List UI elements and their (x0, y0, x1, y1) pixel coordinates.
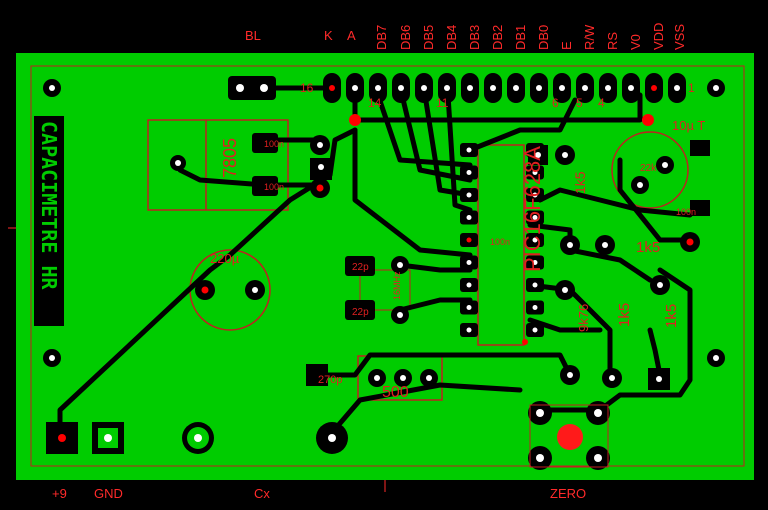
regulator-pads (252, 133, 332, 198)
regulator-label: 7805 (220, 138, 240, 178)
header-label-bl: BL (245, 28, 261, 43)
c100n-d-label: 100n (676, 207, 696, 217)
r1k5-d-label: 1k5 (663, 304, 680, 328)
r9k76-label: 9k76 (576, 304, 591, 332)
header-label-vdd: VDD (651, 23, 666, 50)
pin-5: 5 (576, 96, 583, 110)
zero-button-cap (557, 424, 583, 450)
footer-label--9: +9 (52, 486, 67, 501)
footer-labels: +9 GND Cx ZERO (52, 486, 586, 501)
pin-1: 1 (688, 81, 695, 95)
pin-6: 6 (552, 96, 559, 110)
header-label-db5: DB5 (421, 25, 436, 50)
board-outline (30, 65, 745, 467)
lcd-header (228, 73, 686, 103)
header-label-db7: DB7 (374, 25, 389, 50)
footer-label-zero: ZERO (550, 486, 586, 501)
c22p-a-label: 22p (352, 262, 369, 273)
header-label-vss: VSS (672, 24, 687, 50)
header-label-db1: DB1 (513, 25, 528, 50)
header-label-rs: RS (605, 32, 620, 50)
pin-4: 4 (598, 96, 605, 110)
board-title-plate: CAPACIMETRE HR (34, 116, 64, 326)
c22p-b-label: 22p (352, 307, 369, 318)
silkscreen-text: 7805 PIC16F628A 220µ 16MHz 500 16 14 11 … (210, 81, 705, 401)
capacitor-big-label: 220µ (210, 251, 240, 266)
r1k5-a-label: 1k5 (572, 171, 588, 194)
footer-label-cx: Cx (254, 486, 270, 501)
c270p-label: 270p (318, 374, 342, 386)
header-label-e: E (559, 41, 574, 50)
right-components (349, 114, 710, 390)
header-label-r-w: R/W (582, 24, 597, 50)
bottom-connectors (46, 401, 610, 470)
mount-holes (43, 79, 725, 367)
header-label-db4: DB4 (444, 25, 459, 50)
header-label-db6: DB6 (398, 25, 413, 50)
mcu-label: PIC16F628A (520, 146, 545, 272)
c100n-c-label: 100n (490, 237, 510, 247)
header-label-k: K (324, 28, 333, 43)
header-label-db0: DB0 (536, 25, 551, 50)
mcu-outline (477, 144, 525, 346)
board-title: CAPACIMETRE HR (37, 121, 61, 291)
c10u-label: 10µ T (672, 118, 705, 133)
c100n-a-label: 100n (264, 139, 284, 149)
regulator-outline (147, 119, 289, 211)
pot-label: 500 (382, 384, 409, 401)
r1k5-b-label: 1k5 (636, 239, 660, 256)
r22k-label: 22k (640, 163, 657, 174)
pin-16: 16 (300, 81, 314, 95)
footer-label-gnd: GND (94, 486, 123, 501)
crystal-label: 16MHz (392, 271, 402, 300)
header-label-db3: DB3 (467, 25, 482, 50)
traces (57, 85, 693, 441)
header-label-db2: DB2 (490, 25, 505, 50)
pin-11: 11 (436, 96, 449, 110)
pin-14: 14 (368, 96, 382, 110)
r1k5-c-label: 1k5 (616, 303, 633, 327)
c100n-b-label: 100n (264, 182, 284, 192)
header-label-a: A (347, 28, 356, 43)
header-label-v0: V0 (628, 34, 643, 50)
